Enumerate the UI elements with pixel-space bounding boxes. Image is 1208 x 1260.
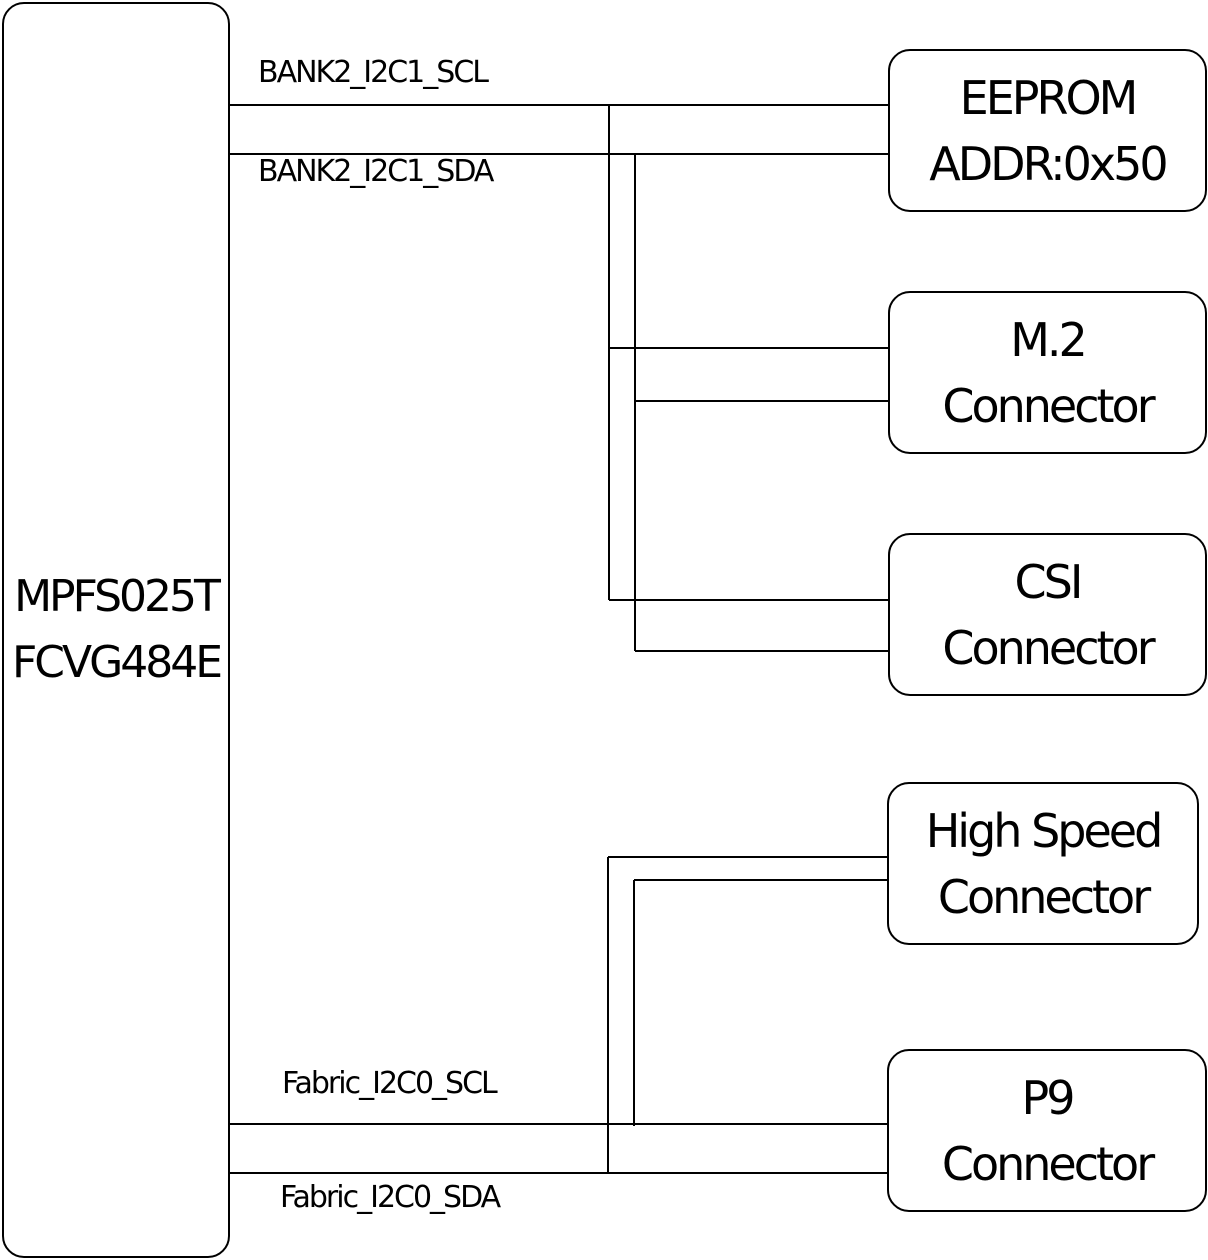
- bank2-sda-label: BANK2_I2C1_SDA: [258, 154, 494, 189]
- fpga-block: MPFS025T FCVG484E: [2, 2, 230, 1258]
- fabric-scl-label: Fabric_I2C0_SCL: [282, 1066, 498, 1101]
- device-label: Connector: [937, 869, 1151, 924]
- device-label: Connector: [942, 620, 1155, 675]
- bank2-scl-label: BANK2_I2C1_SCL: [258, 55, 489, 90]
- device-label: M.2: [1010, 312, 1088, 367]
- device-label: Connector: [942, 378, 1155, 433]
- device-label: CSI: [1014, 554, 1084, 609]
- high-speed-connector-block: High Speed Connector: [887, 782, 1199, 945]
- device-label: ADDR:0x50: [929, 136, 1168, 191]
- p9-connector-block: P9 Connector: [887, 1049, 1207, 1212]
- device-label: P9: [1021, 1070, 1075, 1125]
- eeprom-block: EEPROM ADDR:0x50: [888, 49, 1207, 212]
- csi-connector-block: CSI Connector: [888, 533, 1207, 696]
- device-label: Connector: [941, 1136, 1155, 1191]
- device-label: High Speed: [925, 803, 1164, 858]
- m2-connector-block: M.2 Connector: [888, 291, 1207, 454]
- device-label: EEPROM: [959, 70, 1139, 125]
- fabric-sda-label: Fabric_I2C0_SDA: [280, 1180, 501, 1215]
- fpga-label-1: MPFS025T: [14, 571, 221, 622]
- fpga-label-2: FCVG484E: [11, 637, 223, 688]
